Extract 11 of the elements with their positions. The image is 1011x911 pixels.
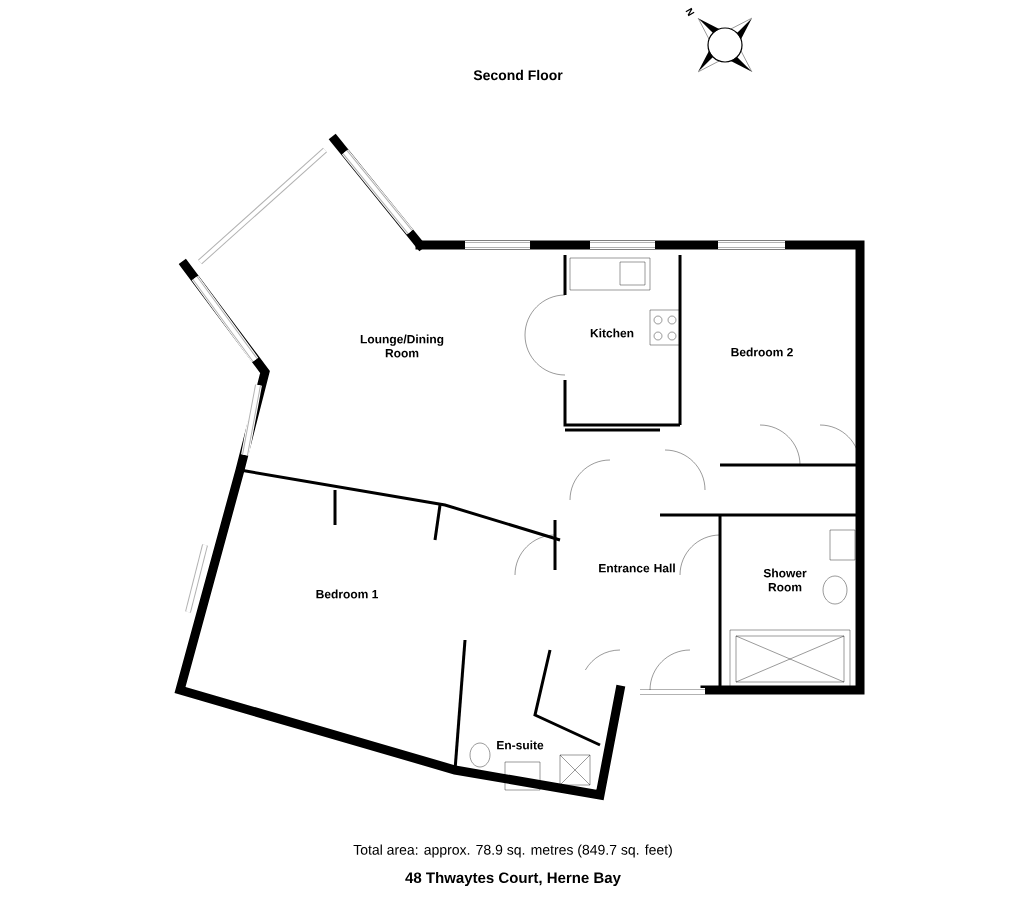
area-note: Total area: approx. 78.9 sq. metres (849.7 sq. feet) <box>353 844 672 858</box>
room-label: Bedroom 2 <box>731 347 793 357</box>
room-label: Kitchen <box>590 328 634 338</box>
address-heading: 48 Thwaytes Court, Herne Bay <box>405 872 621 886</box>
room-label: Shower Room <box>763 568 807 592</box>
room-label: Entrance Hall <box>599 563 675 573</box>
room-label: Lounge/Dining Room <box>360 334 444 358</box>
room-label: En-suite <box>497 740 544 750</box>
room-label: Bedroom 1 <box>316 589 378 599</box>
compass-letter: N <box>685 7 695 17</box>
title: Second Floor <box>473 69 563 81</box>
